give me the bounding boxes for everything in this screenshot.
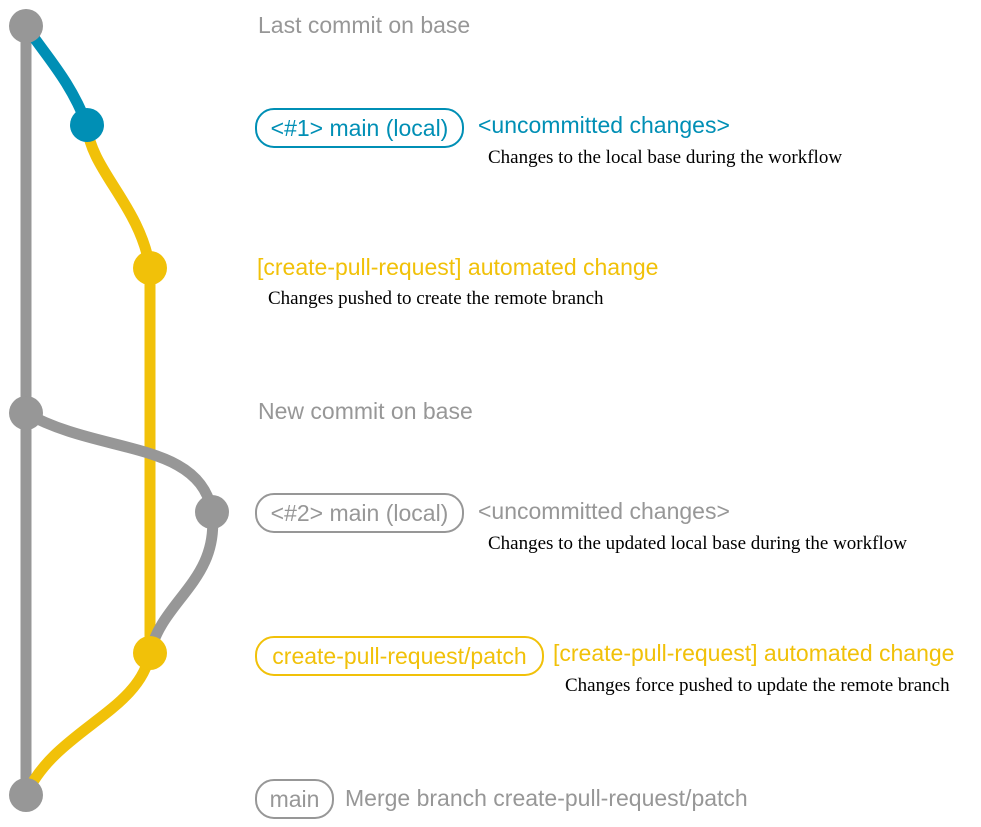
annotation-automated-change-1: Changes pushed to create the remote bran… [268,288,604,309]
rebase-to-patch-curve [144,511,219,655]
commit-dot-last-commit-on-base [9,9,43,43]
annotation-uncommitted-changes-1: Changes to the local base during the wor… [488,147,843,168]
branch-label-main-text: main [269,785,320,812]
branch-label-main-local-1: <#1> main (local) [255,108,464,148]
commit-dot-automated-change-2 [133,636,167,670]
commit-dot-automated-change-1 [133,251,167,285]
commit-dot-merge-commit [9,778,43,812]
local-main-branch-curve [21,22,93,127]
commit-message-uncommitted-changes-2: <uncommitted changes> [478,498,730,524]
commit-message-automated-change-1: [create-pull-request] automated change [257,254,659,280]
branch-label-main-local-2-text: <#2> main (local) [270,499,449,526]
commit-message-automated-change-2: [create-pull-request] automated change [553,640,955,666]
updated-local-main-curve [23,408,218,514]
commit-message-last-commit-on-base: Last commit on base [258,12,471,38]
patch-branch-curve-top [81,124,156,269]
annotation-automated-change-2: Changes force pushed to update the remot… [565,675,950,696]
annotation-uncommitted-changes-2: Changes to the updated local base during… [488,533,907,554]
commit-message-new-commit-on-base: New commit on base [258,398,473,424]
branch-label-create-pull-request-patch: create-pull-request/patch [255,636,544,676]
branch-label-main-local-2: <#2> main (local) [255,493,464,533]
git-graph [9,9,229,812]
merge-into-main-curve [20,651,156,798]
commit-dot-uncommitted-changes-1 [70,108,104,142]
commit-message-uncommitted-changes-1: <uncommitted changes> [478,112,730,138]
branch-label-main-local-1-text: <#1> main (local) [270,114,449,141]
commit-message-merge: Merge branch create-pull-request/patch [345,785,748,811]
branch-label-main: main [255,779,334,819]
commit-dot-new-commit-on-base [9,396,43,430]
branch-label-create-pull-request-patch-text: create-pull-request/patch [272,642,527,669]
commit-dot-uncommitted-changes-2 [195,495,229,529]
